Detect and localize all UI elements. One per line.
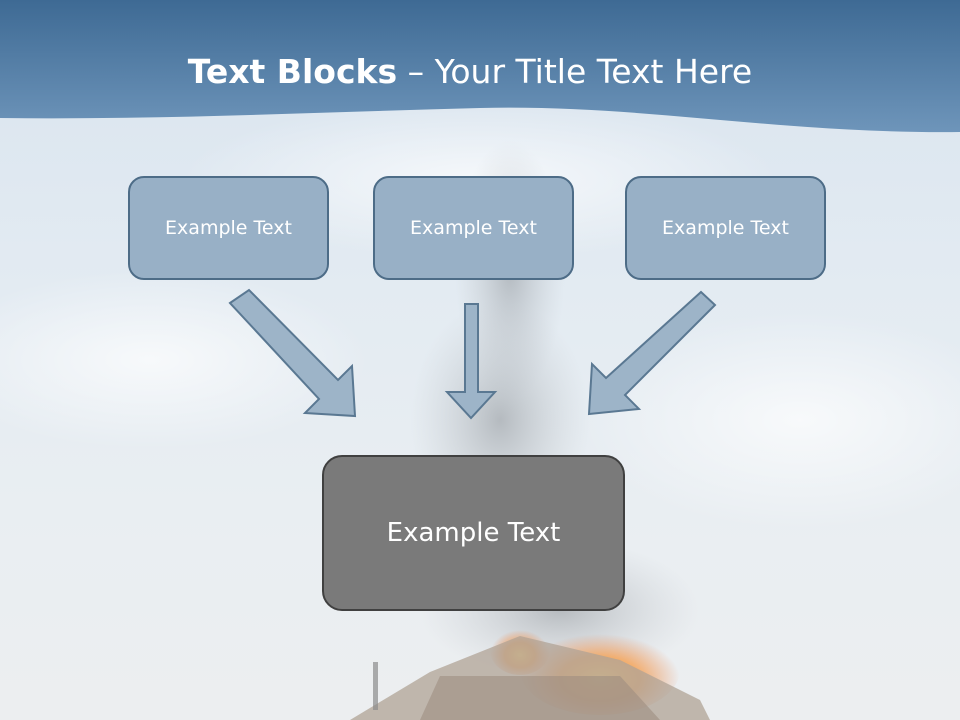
arrow-down-icon bbox=[444, 303, 498, 420]
cloud bbox=[0, 270, 370, 450]
text-block-result[interactable]: Example Text bbox=[322, 455, 625, 611]
title-bold: Text Blocks bbox=[187, 52, 398, 91]
house-wall bbox=[420, 676, 660, 720]
text-block-left[interactable]: Example Text bbox=[128, 176, 329, 280]
title-rest: Your Title Text Here bbox=[434, 52, 753, 91]
text-block-center[interactable]: Example Text bbox=[373, 176, 574, 280]
arrow-down-left-icon bbox=[587, 290, 717, 416]
cloud bbox=[580, 310, 960, 530]
slide-title: Text Blocks – Your Title Text Here bbox=[0, 52, 940, 91]
header-band bbox=[0, 0, 960, 133]
arrow-down-right-icon bbox=[228, 288, 357, 418]
title-dash: – bbox=[407, 52, 425, 91]
chimney bbox=[373, 662, 378, 710]
text-block-right[interactable]: Example Text bbox=[625, 176, 826, 280]
